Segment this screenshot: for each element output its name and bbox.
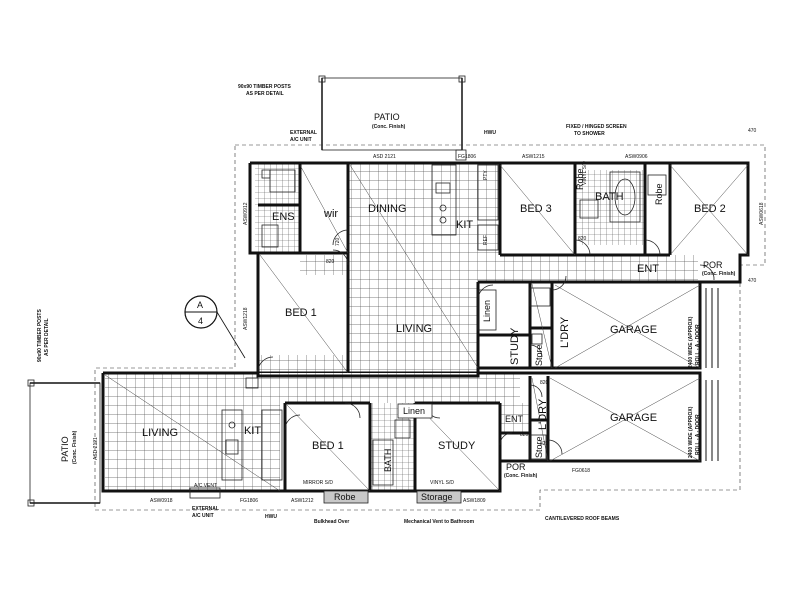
room-label-linen-bot: Linen [403,406,425,416]
room-label-ldry-top: L'DRY [559,316,571,348]
note-external-ac-top: EXTERNAL [290,130,317,136]
code-door820-c: 820 [540,380,549,386]
room-label-por-top: POR [703,260,723,270]
code-fg0618: FG0618 [572,468,590,474]
room-label-bath-bot: BATH [383,449,393,472]
room-label-patio-top-sub: (Conc. Finish) [372,124,406,130]
room-label-por-bot: POR [506,462,526,472]
room-label-patio-top: PATIO [374,112,400,122]
code-ac-vent: A/C VENT [194,483,217,489]
code-asw1809: ASW1809 [463,498,486,504]
note-timber-posts-top: 90x90 TIMBER POSTS [238,84,291,90]
code-door820-e: 820 [520,432,529,438]
code-asw0918: ASW0918 [150,498,173,504]
top-dwelling: ENS wir DINING KIT BED 3 BATH Robe Robe … [248,149,750,375]
code-pty: PTY [483,170,489,180]
code-asw0906: ASW0906 [625,154,648,160]
note-garage-door-top: 2400 WIDE (APPROX) [688,316,694,368]
note-garage-door-bot2: ROLL - A - DOOR [695,414,701,455]
left-patio [27,379,101,507]
note-garage-door-bot: 2400 WIDE (APPROX) [688,406,694,458]
room-label-kit-top: KIT [456,219,473,231]
note-fixed-screen2: TO SHOWER [574,131,605,137]
note-bulkhead: Bulkhead Over [314,519,349,525]
room-label-ldry-bot: L'DRY [537,398,549,430]
code-asw1212: ASW1212 [291,498,314,504]
room-label-study-top: STUDY [509,327,521,365]
code-door820-b: 820 [578,236,587,242]
room-label-linen-top: Linen [482,300,492,322]
room-label-dining: DINING [368,203,407,215]
code-asw1218: ASW1218 [243,307,249,330]
code-door720: 720 [335,237,341,246]
code-asd-left: ASD 2121 [93,437,99,460]
code-asw0618: ASW0618 [759,202,765,225]
code-ref: REF [483,235,489,245]
note-hwu-top: HWU [484,130,496,136]
note-external-ac-top2: A/C UNIT [290,137,312,143]
room-label-store-top: Store [534,344,544,366]
room-label-garage-top: GARAGE [610,324,657,336]
note-hwu-bot: HWU [265,514,277,520]
room-label-store-bot: Store [534,436,544,458]
room-label-kit-bot: KIT [244,425,261,437]
room-label-bath-top: BATH [595,191,624,203]
room-label-living-top: LIVING [396,323,432,335]
room-label-bed2: BED 2 [694,203,726,215]
room-label-robe-bot: Robe [334,492,356,502]
code-fg1806-top: FG1806 [458,154,476,160]
note-timber-posts-left: 90x90 TIMBER POSTS [37,309,43,362]
section-mark-top: A [197,300,203,310]
room-label-garage-bot: GARAGE [610,412,657,424]
note-garage-door-top2: ROLL - A - DOOR [695,324,701,365]
code-vinyl-sd-top: VINYL S/D [582,161,588,185]
room-label-ent-top: ENT [637,263,659,275]
room-label-ent-bot: ENT [505,414,524,424]
room-label-por-bot-sub: (Conc. Finish) [504,473,538,479]
room-label-storage-bot: Storage [421,492,453,502]
code-door820-d: 820 [540,441,549,447]
top-patio [318,75,466,151]
code-asw0912: ASW0912 [243,202,249,225]
room-label-bed3: BED 3 [520,203,552,215]
note-timber-posts-left2: AS PER DETAIL [44,318,50,356]
code-asd-top: ASD 2121 [373,154,396,160]
eaves-outline [94,144,766,511]
note-cantilevered: CANTILEVERED ROOF BEAMS [545,516,620,522]
room-label-robe-top2: Robe [654,183,664,205]
room-label-living-bot: LIVING [142,427,178,439]
code-mirror-sd: MIRROR S/D [303,480,333,486]
room-label-patio-left-sub: (Conc. Finish) [72,430,78,464]
room-label-por-top-sub: (Conc. Finish) [702,271,736,277]
code-fg1806-bot: FG1806 [240,498,258,504]
code-asw1215: ASW1215 [522,154,545,160]
note-mech-vent: Mechanical Vent to Bathroom [404,519,475,525]
code-dim470-b: 470 [748,278,757,284]
bottom-dwelling: LIVING KIT BED 1 Linen BATH STUDY ENT L'… [101,371,719,504]
room-label-ens: ENS [272,211,295,223]
code-dim470-a: 470 [748,128,757,134]
note-external-ac-bot2: A/C UNIT [192,513,214,519]
code-vinyl-sd-bot: VINYL S/D [430,480,454,486]
room-label-bed1-top: BED 1 [285,307,317,319]
note-external-ac-bot: EXTERNAL [192,506,219,512]
room-label-robe-top: Robe [575,168,585,190]
room-label-bed1-bot: BED 1 [312,440,344,452]
note-fixed-screen: FIXED / HINGED SCREEN [566,124,627,130]
room-label-wir: wir [323,208,338,220]
note-timber-posts-top2: AS PER DETAIL [246,91,284,97]
room-label-study-bot: STUDY [438,440,476,452]
section-mark-bot: 4 [198,316,203,326]
room-label-patio-left: PATIO [60,436,70,462]
code-door820-a: 820 [326,259,335,265]
section-marker: A 4 [184,295,246,359]
